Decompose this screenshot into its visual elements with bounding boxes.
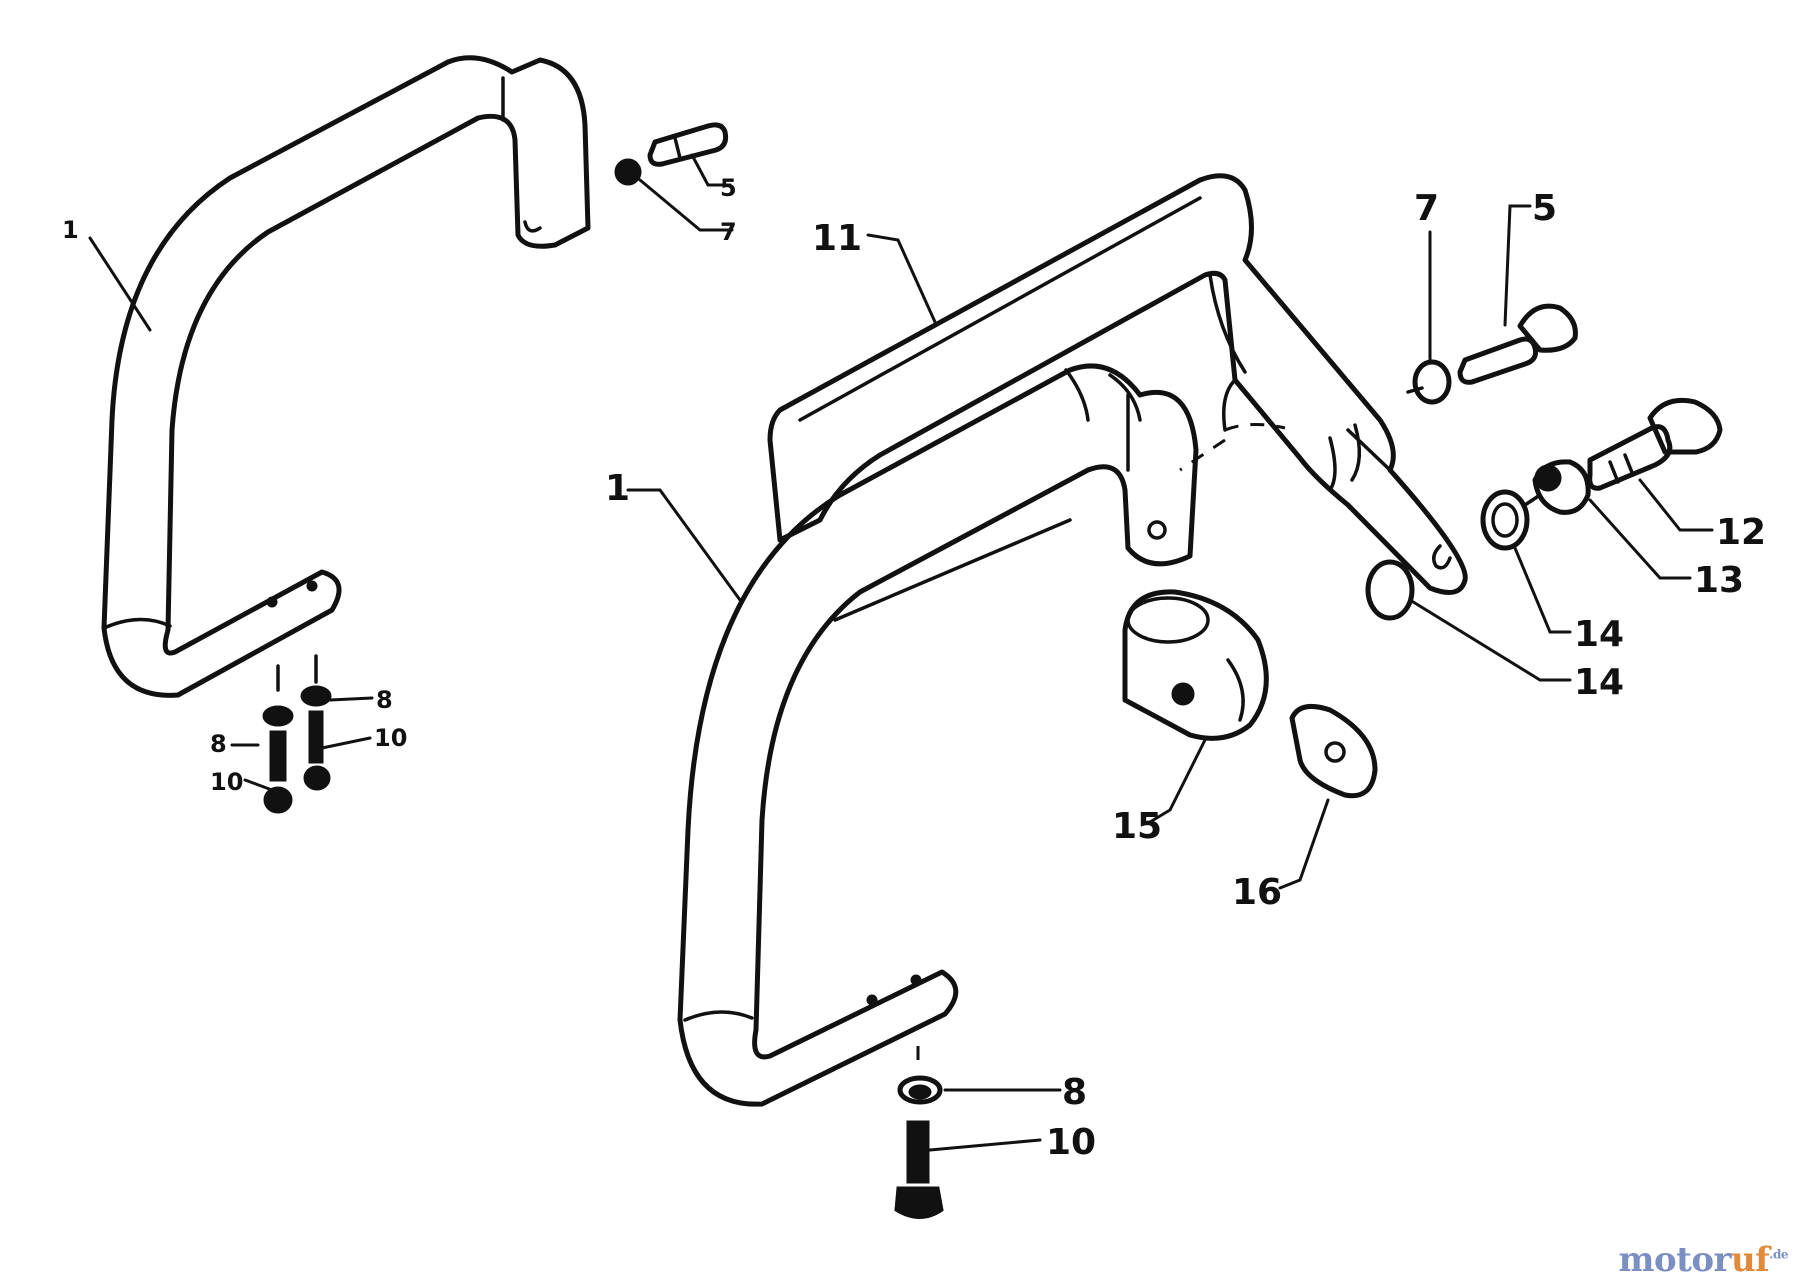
main-callout-8: 8 <box>1062 1072 1087 1113</box>
main-bolt-12 <box>1587 397 1723 491</box>
small-callout-8a: 8 <box>376 686 393 714</box>
small-handle-assembly: 1 5 7 8 8 10 10 <box>62 55 737 814</box>
small-callout-7: 7 <box>720 218 737 246</box>
small-callout-1: 1 <box>62 216 79 244</box>
small-bolt-5 <box>647 122 729 167</box>
main-callout-1: 1 <box>605 468 630 509</box>
main-bolt-5 <box>1457 303 1578 385</box>
main-washer-14a <box>1480 489 1530 551</box>
main-callout-13: 13 <box>1694 560 1744 601</box>
small-handle-bar <box>101 55 591 698</box>
main-leaders <box>626 204 1714 1152</box>
main-callout-14a: 14 <box>1574 614 1624 655</box>
main-nut-13 <box>1523 459 1591 515</box>
main-callout-14b: 14 <box>1574 662 1624 703</box>
main-plate-16 <box>1289 703 1378 799</box>
small-callout-10b: 10 <box>210 768 243 796</box>
main-callout-12: 12 <box>1716 512 1766 553</box>
main-washer-14b <box>1365 559 1415 621</box>
main-callout-15: 15 <box>1112 806 1162 847</box>
main-callout-11: 11 <box>812 218 862 259</box>
main-callout-7: 7 <box>1414 188 1439 229</box>
small-callout-8b: 8 <box>210 730 227 758</box>
watermark-main: motor <box>1618 1240 1731 1280</box>
motoruf-watermark: motoruf.de <box>1618 1240 1788 1280</box>
main-handle-assembly: 1 11 7 5 12 13 14 14 15 16 8 10 <box>605 173 1766 1219</box>
small-leaders <box>88 153 734 792</box>
main-clamp-15 <box>1122 589 1269 741</box>
main-callout-16: 16 <box>1232 872 1282 913</box>
small-washer-7 <box>614 158 642 186</box>
watermark-suffix: .de <box>1769 1247 1788 1262</box>
watermark-accent: uf <box>1730 1240 1770 1280</box>
small-callout-5: 5 <box>720 174 737 202</box>
main-bracket <box>767 173 1468 595</box>
main-bottom-fasteners <box>894 1046 944 1219</box>
small-callout-10a: 10 <box>374 724 407 752</box>
small-bottom-fasteners <box>262 654 332 814</box>
main-callout-5: 5 <box>1532 188 1557 229</box>
main-washer-7 <box>1406 359 1452 405</box>
main-callout-10: 10 <box>1046 1122 1096 1163</box>
main-handle-bar <box>677 363 1199 1107</box>
